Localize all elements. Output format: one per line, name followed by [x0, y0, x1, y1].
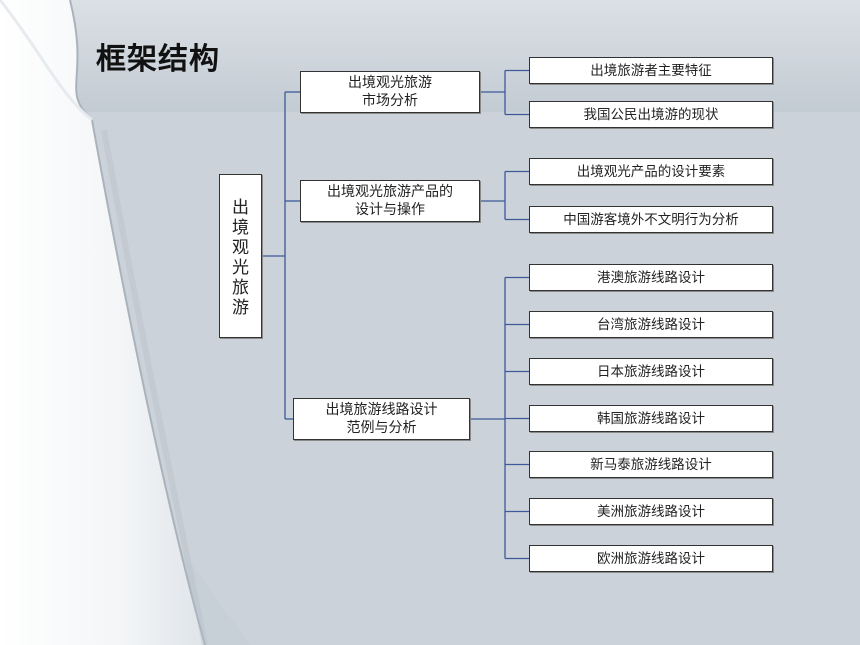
branch-node: 出境观光旅游 市场分析 [300, 71, 480, 113]
leaf-node: 我国公民出境游的现状 [529, 101, 773, 128]
leaf-node: 中国游客境外不文明行为分析 [529, 206, 773, 233]
leaf-node: 美洲旅游线路设计 [529, 498, 773, 525]
leaf-node: 新马泰旅游线路设计 [529, 451, 773, 478]
root-label: 出境观光旅游 [232, 198, 249, 318]
root-node: 出境观光旅游 [219, 174, 262, 338]
leaf-node: 出境旅游者主要特征 [529, 57, 773, 84]
leaf-node: 台湾旅游线路设计 [529, 311, 773, 338]
leaf-node: 港澳旅游线路设计 [529, 264, 773, 291]
leaf-node: 欧洲旅游线路设计 [529, 545, 773, 572]
leaf-node: 韩国旅游线路设计 [529, 405, 773, 432]
leaf-node: 出境观光产品的设计要素 [529, 158, 773, 185]
leaf-node: 日本旅游线路设计 [529, 358, 773, 385]
page-title: 框架结构 [96, 42, 220, 77]
branch-node: 出境旅游线路设计 范例与分析 [293, 398, 470, 440]
branch-node: 出境观光旅游产品的 设计与操作 [300, 180, 480, 222]
